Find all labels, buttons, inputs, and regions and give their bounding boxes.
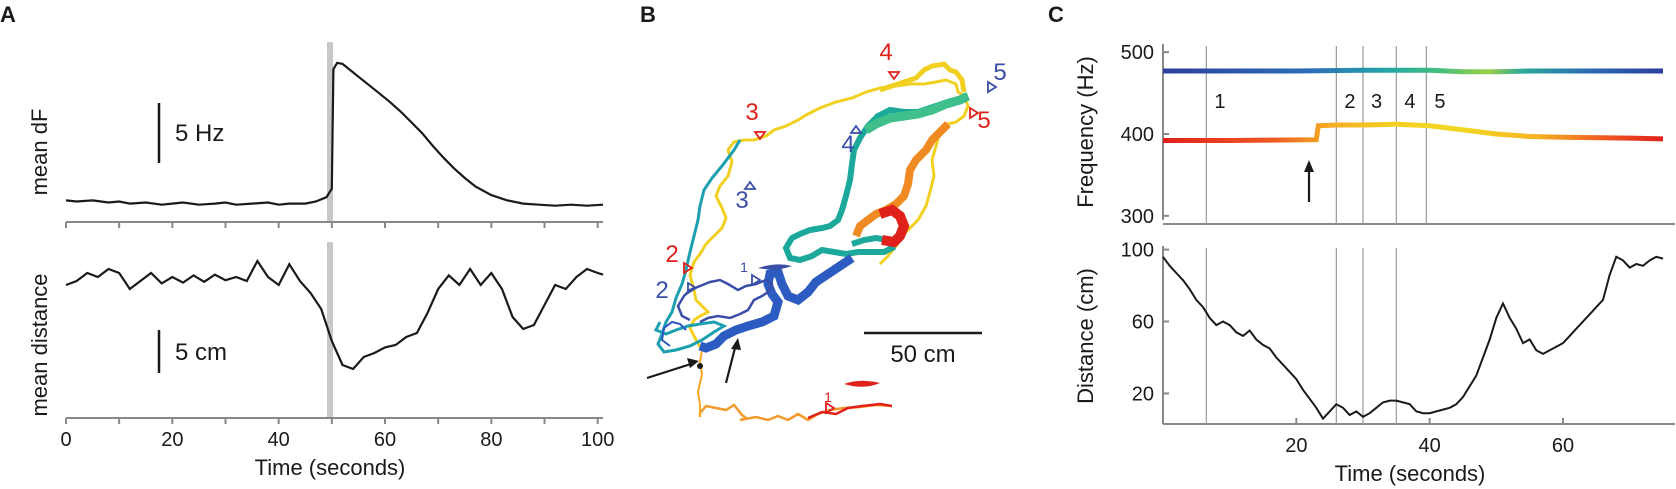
- x-tick-label: 0: [60, 429, 71, 451]
- x-tick-label: 60: [374, 429, 396, 451]
- trajectory-label: 1: [824, 389, 832, 405]
- y-axis-label-distance: Distance (cm): [1073, 268, 1098, 404]
- panel-letter-b: B: [640, 2, 656, 27]
- y-tick-label: 60: [1132, 312, 1154, 334]
- x-axis-label-c: Time (seconds): [1335, 461, 1486, 486]
- trajectory-label: 3: [735, 187, 748, 214]
- trajectory-marker: [969, 106, 980, 120]
- fish1-track-green: [863, 91, 971, 134]
- trajectory-marker: [849, 124, 863, 134]
- trajectory-marker: [751, 273, 762, 287]
- series-line-distance: [1162, 255, 1664, 421]
- x-tick-label: 100: [581, 429, 614, 451]
- scale-bar-50cm-label: 50 cm: [890, 341, 955, 368]
- event-marker-label: 3: [1371, 91, 1382, 113]
- fish1-track-yellow-top: [879, 61, 967, 93]
- panel-a-bottom: 0 20 40 60 80 100 5 cm mean distance Time (se…: [27, 242, 614, 480]
- y-tick-label: 500: [1121, 42, 1154, 64]
- trajectory-label: 1: [740, 259, 748, 275]
- y-tick-label: 400: [1121, 124, 1154, 146]
- panel-a-top: 5 Hz mean dF: [27, 42, 604, 228]
- fish1-track-red-right: [878, 204, 910, 248]
- stimulus-bar-top: [327, 42, 333, 222]
- trajectory-label: 4: [841, 131, 854, 158]
- y-axis-label-mean-distance: mean distance: [27, 273, 52, 416]
- fish1-track-orange-bottom: [698, 403, 893, 422]
- x-tick-label: 20: [161, 429, 183, 451]
- x-tick-label: 60: [1552, 435, 1574, 457]
- trajectory-marker: [987, 80, 998, 94]
- fish2-glyph: [758, 264, 792, 270]
- fish1-track-blue-thick: [698, 254, 855, 353]
- trajectory-label: 5: [977, 107, 990, 134]
- arrow-right-head: [731, 338, 741, 350]
- x-tick-label: 20: [1285, 435, 1307, 457]
- arrow-right: [724, 343, 738, 384]
- scale-bar-hz-label: 5 Hz: [175, 120, 224, 147]
- event-marker-label: 4: [1404, 91, 1415, 113]
- y-tick-label: 300: [1121, 206, 1154, 228]
- fish-position-dot: [697, 363, 703, 369]
- panel-letter-a: A: [0, 2, 16, 27]
- fish1-track-orange-right: [852, 121, 951, 238]
- panel-letter-c: C: [1048, 2, 1064, 27]
- scale-bar-cm-label: 5 cm: [175, 339, 227, 366]
- panel-b: 50 cm 1 2 3 4 5 1 2 3 4 5: [646, 39, 1007, 422]
- trajectory-marker: [887, 71, 901, 81]
- fish1-glyph: [844, 380, 880, 387]
- trajectory-label: 3: [745, 99, 758, 126]
- trajectory-marker: [753, 131, 767, 141]
- trajectory-label: 2: [655, 277, 668, 304]
- y-tick-label: 100: [1121, 240, 1154, 262]
- arrow-left: [646, 361, 695, 380]
- series-line-mean-df: [65, 61, 604, 207]
- trajectory-marker: [687, 281, 698, 295]
- series-line-frequency-fish-lower: [1163, 121, 1664, 143]
- x-axis-label-a: Time (seconds): [255, 455, 406, 480]
- panel-c-bottom: 20 60 100 20 40 60 Distance (cm) Time (second…: [1073, 240, 1675, 486]
- trajectory-label: 4: [879, 39, 892, 66]
- trajectory-label: 2: [665, 241, 678, 268]
- series-line-mean-distance: [65, 258, 604, 371]
- x-tick-label: 40: [268, 429, 290, 451]
- event-marker-label: 5: [1434, 91, 1445, 113]
- fish1-track-yellow: [688, 78, 970, 351]
- trajectory-marker: [825, 401, 836, 415]
- x-tick-label: 80: [480, 429, 502, 451]
- trajectory-label: 5: [993, 59, 1006, 86]
- fish1-track-teal: [782, 93, 969, 264]
- series-line-frequency-fish-upper: [1163, 67, 1663, 75]
- event-marker-label: 2: [1344, 91, 1355, 113]
- fish2-track-blue-inner: [660, 320, 687, 347]
- fish1-track-orange-stem: [696, 349, 704, 417]
- event-marker-label: 1: [1214, 91, 1225, 113]
- freq-jump-arrow-head: [1304, 160, 1314, 172]
- x-tick-label: 40: [1419, 435, 1441, 457]
- fish1-track-red-tail: [807, 402, 893, 420]
- trajectory-marker: [683, 261, 694, 275]
- stimulus-bar-bottom: [327, 242, 333, 418]
- arrow-left-head: [687, 358, 699, 368]
- trajectory-marker: [743, 180, 757, 190]
- y-axis-label-mean-df: mean dF: [27, 109, 52, 196]
- y-tick-label: 20: [1132, 383, 1154, 405]
- y-axis-label-frequency: Frequency (Hz): [1073, 56, 1098, 208]
